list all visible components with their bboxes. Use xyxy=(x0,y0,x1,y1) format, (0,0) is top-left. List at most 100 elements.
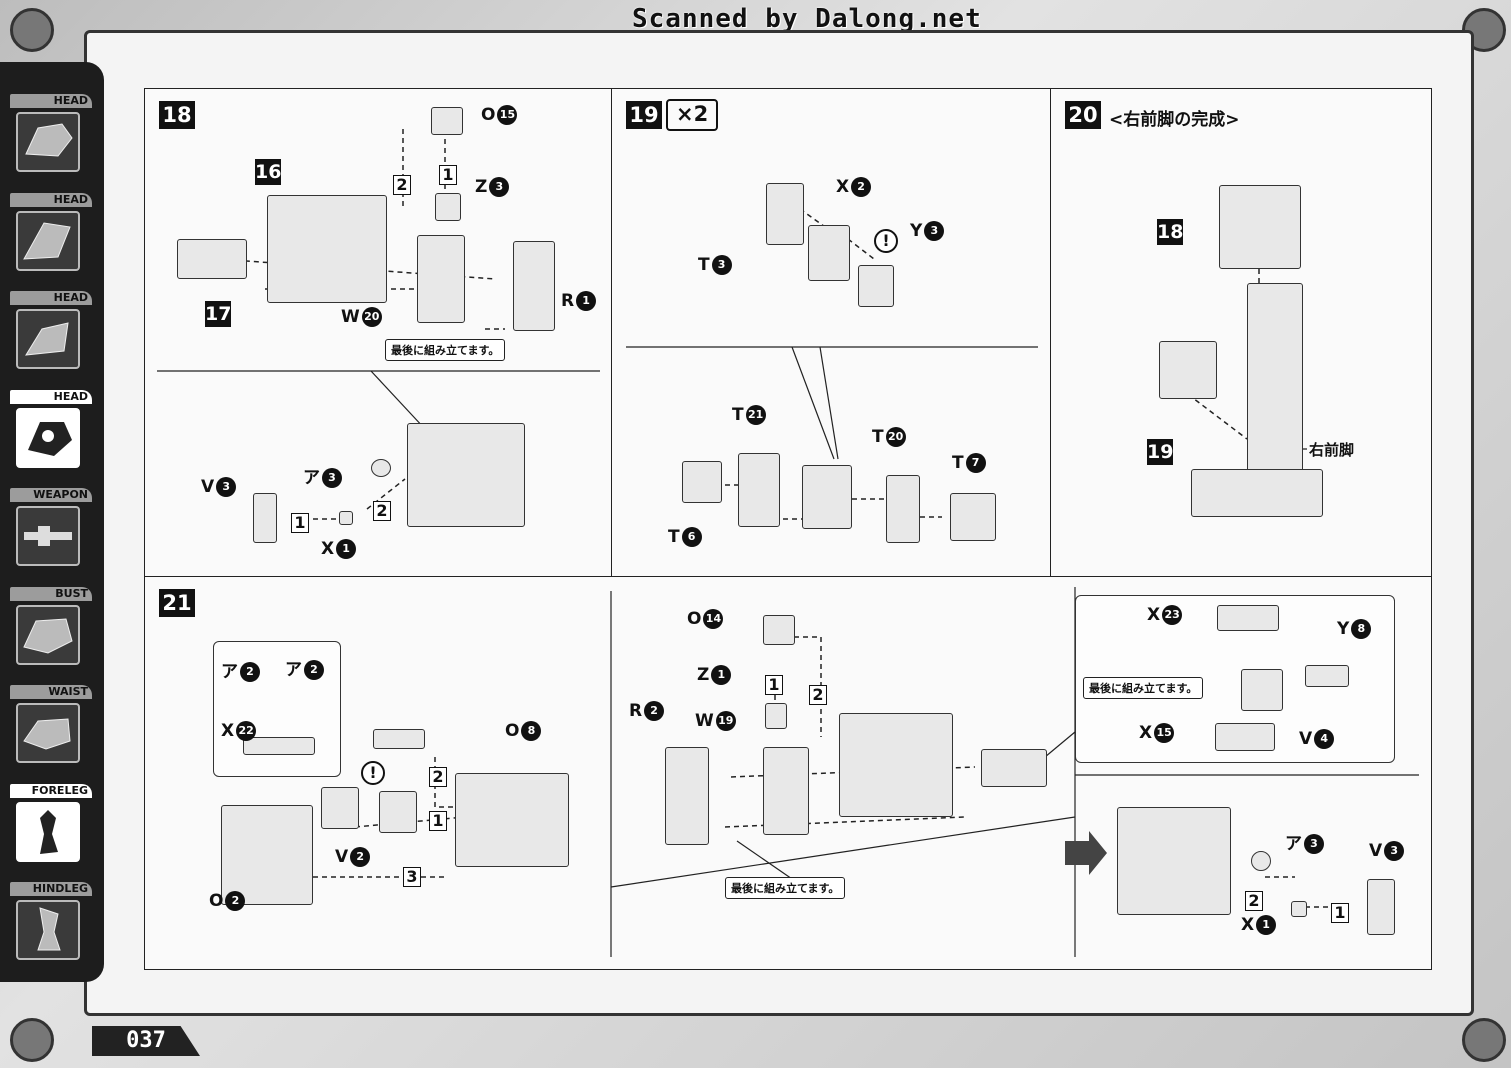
tab-label: HINDLEG xyxy=(10,882,92,896)
step-number: 21 xyxy=(159,589,195,617)
part-r1 xyxy=(513,241,555,331)
page-number: 037 xyxy=(92,1026,200,1056)
completion-title: <右前脚の完成> xyxy=(1109,110,1240,130)
tab-label: FORELEG xyxy=(10,784,92,798)
head-3-icon xyxy=(16,309,80,369)
substep-1: 1 xyxy=(429,811,447,831)
part-o14 xyxy=(763,615,795,645)
tab-head-2[interactable]: HEAD xyxy=(10,193,92,279)
tab-hindleg[interactable]: HINDLEG xyxy=(10,882,92,968)
watermark: Scanned by Dalong.net xyxy=(632,4,982,34)
arrow-icon xyxy=(1065,831,1107,875)
part-t3 xyxy=(766,183,804,245)
part-w19 xyxy=(763,747,809,835)
step-20-panel: 20 <右前脚の完成> 18 19 右前脚 xyxy=(1050,88,1432,578)
corner-bolt-top-left xyxy=(10,8,54,52)
part-x1 xyxy=(339,511,353,525)
part-a3-cap xyxy=(1251,851,1271,871)
part-r2 xyxy=(665,747,709,845)
part-16-frame xyxy=(267,195,387,303)
part-number-18: 18 xyxy=(1157,219,1184,245)
part-o2 xyxy=(221,805,313,905)
tab-head-4[interactable]: HEAD xyxy=(10,390,92,476)
part-main-frame xyxy=(839,713,953,817)
step-number: 20 xyxy=(1065,101,1101,129)
part-paw xyxy=(1191,469,1323,517)
substep-1: 1 xyxy=(439,165,457,185)
part-v3 xyxy=(253,493,277,543)
tab-label: WAIST xyxy=(10,685,92,699)
tab-waist[interactable]: WAIST xyxy=(10,685,92,771)
assemble-last-note-inset: 最後に組み立てます。 xyxy=(1083,677,1204,699)
substep-1-center: 1 xyxy=(765,675,783,695)
part-o15 xyxy=(431,107,463,135)
caution-icon: ! xyxy=(361,761,385,785)
tab-head-3[interactable]: HEAD xyxy=(10,291,92,377)
part-rail xyxy=(373,729,425,749)
part-end-block xyxy=(981,749,1047,787)
foreleg-icon xyxy=(16,802,80,862)
part-v2-right xyxy=(379,791,417,833)
part-t7 xyxy=(950,493,996,541)
part-x1-pin xyxy=(1291,901,1307,917)
weapon-icon xyxy=(16,506,80,566)
tab-label: HEAD xyxy=(10,390,92,404)
tab-foreleg[interactable]: FORELEG xyxy=(10,784,92,870)
hindleg-icon xyxy=(16,900,80,960)
part-x22 xyxy=(243,737,315,755)
part-assembly-19 xyxy=(802,465,852,529)
corner-bolt-bottom-left xyxy=(10,1018,54,1062)
head-2-icon xyxy=(16,211,80,271)
substep-2-right: 2 xyxy=(1245,891,1263,911)
part-number-17: 17 xyxy=(205,301,232,327)
substep-3: 3 xyxy=(403,867,421,887)
part-19-assembly xyxy=(1159,341,1217,399)
substep-2-center: 2 xyxy=(809,685,827,705)
head-1-icon xyxy=(16,112,80,172)
part-a3 xyxy=(371,459,391,477)
bust-icon xyxy=(16,605,80,665)
part-v2-left xyxy=(321,787,359,829)
tab-bust[interactable]: BUST xyxy=(10,587,92,673)
part-number-19: 19 xyxy=(1147,439,1174,465)
section-tabs: HEAD HEAD HEAD HEAD WEAPON BUST WAIST FO… xyxy=(0,62,104,982)
part-y8 xyxy=(1305,665,1349,687)
part-v3-cover xyxy=(1367,879,1395,935)
substep-2: 2 xyxy=(429,767,447,787)
tab-weapon[interactable]: WEAPON xyxy=(10,488,92,574)
part-t6 xyxy=(682,461,722,503)
part-o8 xyxy=(455,773,569,867)
part-z3 xyxy=(435,193,461,221)
part-v4 xyxy=(1241,669,1283,711)
part-17 xyxy=(177,239,247,279)
tab-label: HEAD xyxy=(10,291,92,305)
part-z1 xyxy=(765,703,787,729)
tab-head-1[interactable]: HEAD xyxy=(10,94,92,180)
part-number-16: 16 xyxy=(255,159,282,185)
multiplier-badge: ×2 xyxy=(666,99,719,131)
